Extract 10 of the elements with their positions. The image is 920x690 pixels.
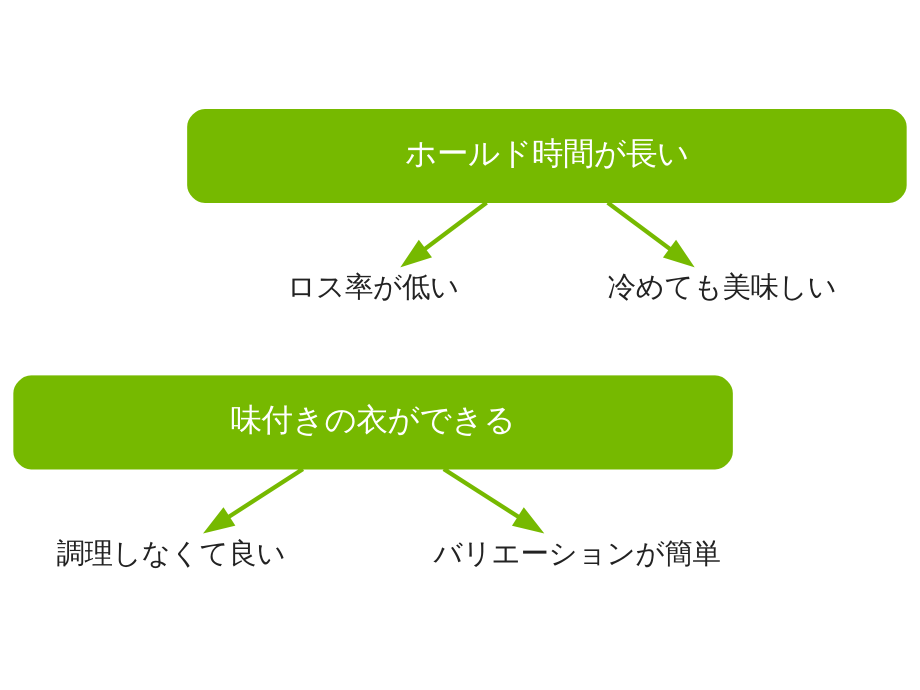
arrow (400, 200, 488, 267)
node-text: ロス率が低い (287, 270, 460, 303)
arrow (442, 466, 544, 533)
node-box: 味付きの衣ができる (13, 374, 733, 469)
node-box: ホールド時間が長い (187, 108, 907, 203)
node-text: バリエーションが簡単 (433, 536, 720, 570)
node-text: 調理しなくて良い (56, 536, 286, 570)
arrow (606, 200, 695, 267)
node-text: 冷めても美味しい (608, 270, 837, 303)
arrow (203, 466, 304, 533)
